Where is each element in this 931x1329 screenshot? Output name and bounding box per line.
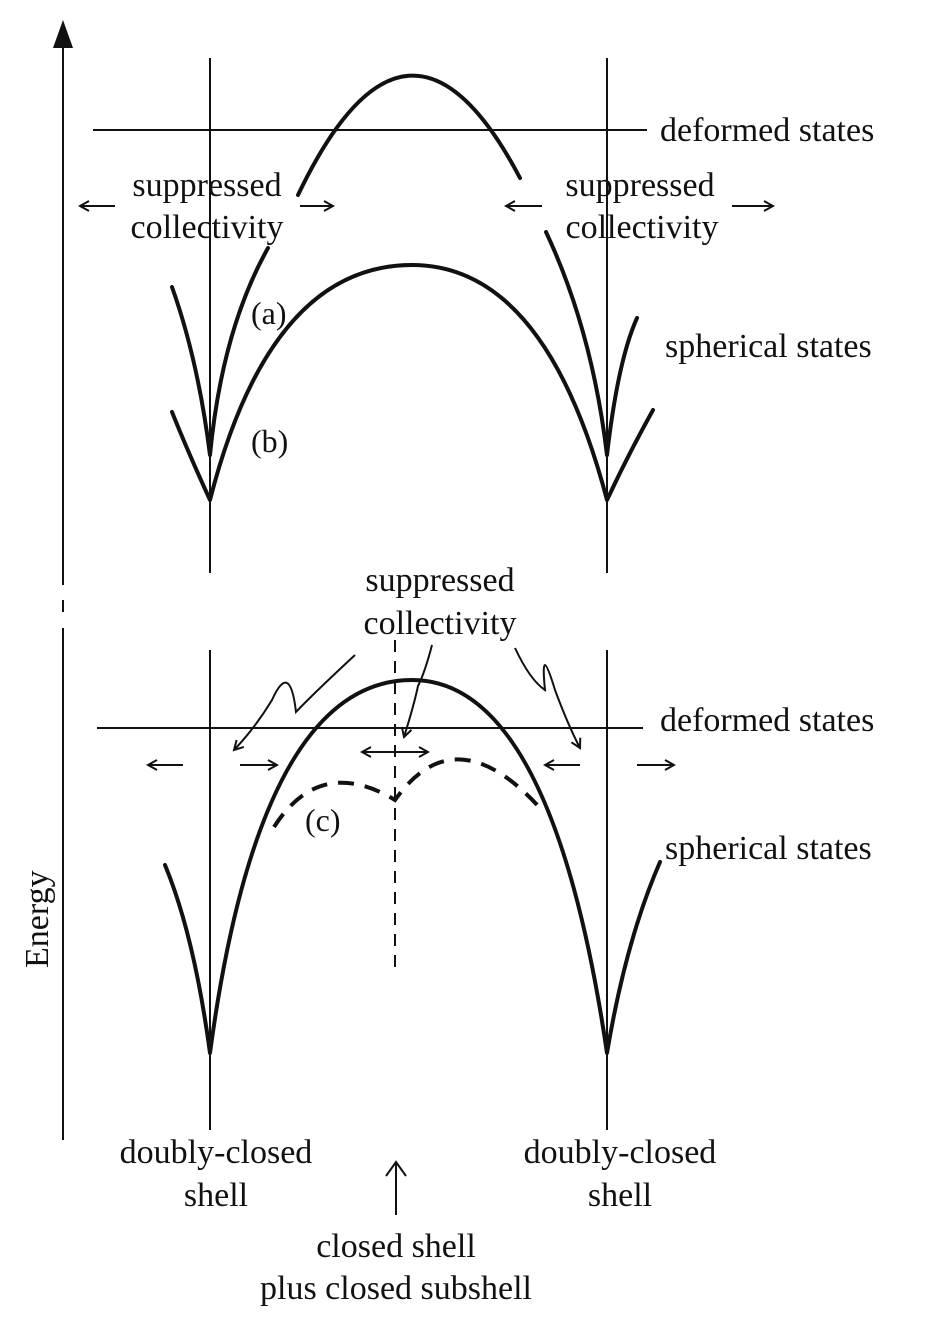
axis-arrowhead (53, 20, 73, 48)
collectivity-title: collectivity (364, 605, 517, 642)
axis-label: Energy (19, 870, 56, 968)
center-up-arrowhead (385, 1160, 407, 1177)
center-label-line1: closed shell (316, 1228, 476, 1265)
collectivity-label-right: collectivity (566, 209, 719, 246)
curve-b-label: (b) (251, 423, 288, 459)
shell-labels: doubly-closed shell doubly-closed shell … (120, 1134, 717, 1307)
left-shell-label-line2: shell (184, 1177, 248, 1214)
deformed-states-label-top: deformed states (660, 112, 874, 149)
curve-c-label: (c) (305, 802, 341, 838)
curve-a-right (544, 230, 639, 457)
suppressed-title: suppressed (365, 562, 514, 599)
deformed-states-curve-top (296, 73, 522, 197)
left-shell-label-line1: doubly-closed (120, 1134, 313, 1171)
curve-c-dashed (272, 757, 542, 829)
right-shell-label-line2: shell (588, 1177, 652, 1214)
spherical-states-label-bottom: spherical states (665, 830, 872, 867)
right-shell-label-line1: doubly-closed (524, 1134, 717, 1171)
curve-a-label: (a) (251, 295, 287, 331)
suppressed-label-left: suppressed (132, 167, 281, 204)
center-label-line2: plus closed subshell (260, 1270, 532, 1307)
pointer-center (404, 644, 433, 737)
bottom-panel: suppressed collectivity deformed states … (97, 562, 874, 1130)
curve-b (170, 263, 655, 502)
suppressed-label-right: suppressed (565, 167, 714, 204)
curve-spherical-bottom (163, 678, 662, 1055)
spherical-states-label-top: spherical states (665, 328, 872, 365)
curve-a-left (170, 246, 270, 457)
pointer-right (514, 647, 580, 748)
pointer-left (234, 654, 356, 750)
top-panel: deformed states spherical states suppres… (80, 58, 874, 573)
energy-axis: Energy (19, 20, 73, 1140)
deformed-states-label-bottom: deformed states (660, 702, 874, 739)
collectivity-label-left: collectivity (131, 209, 284, 246)
